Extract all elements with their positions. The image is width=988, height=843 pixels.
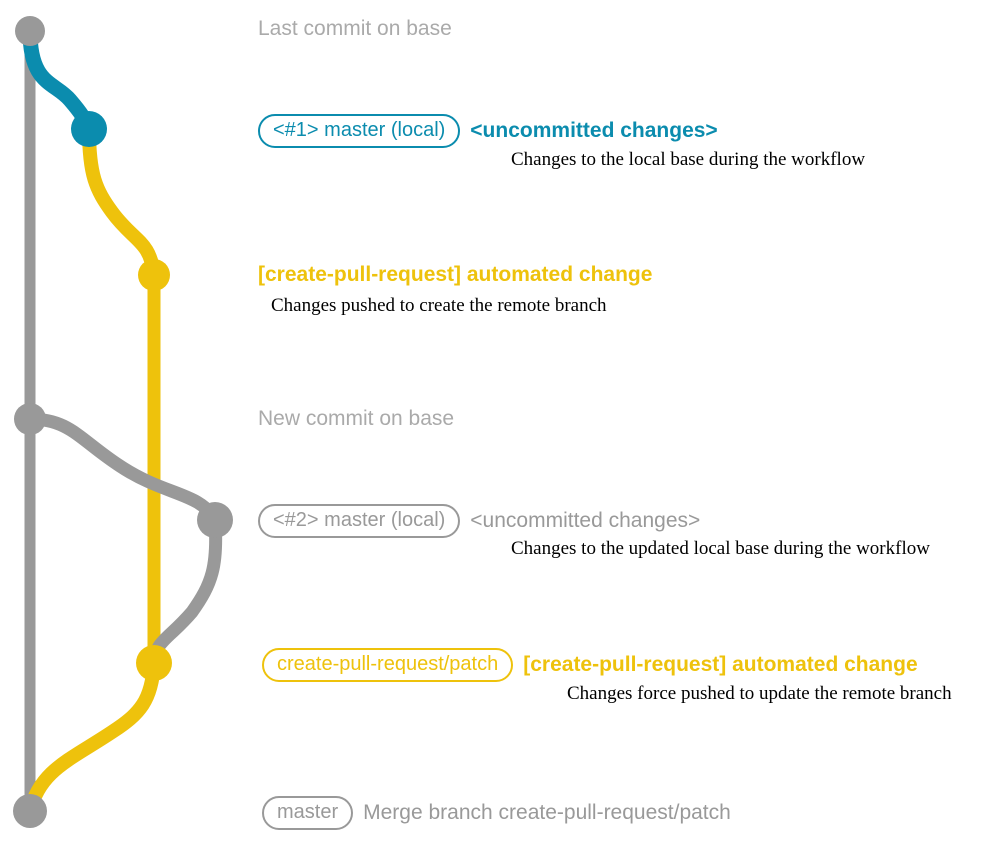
commit-node-local-2[interactable] — [197, 502, 233, 538]
commit-node-base-merge[interactable] — [13, 794, 47, 828]
commit-node-remote-1[interactable] — [138, 259, 170, 291]
edge-remote2-to-merge — [23, 656, 161, 818]
edge-basenew-to-local2 — [23, 412, 222, 527]
edge-local2-to-remote2 — [147, 513, 223, 670]
edge-local1-to-remote1 — [82, 122, 161, 282]
commit-node-local-1[interactable] — [71, 111, 107, 147]
branch-badge-remote-2[interactable]: create-pull-request/patch — [262, 648, 514, 682]
commit-node-base-new[interactable] — [14, 403, 46, 435]
branch-badge-local-1[interactable]: <#1> master (local) — [258, 114, 461, 148]
branch-badge-local-2[interactable]: <#2> master (local) — [258, 504, 461, 538]
commit-node-base-top[interactable] — [15, 16, 45, 46]
branch-badge-master[interactable]: master — [262, 796, 354, 830]
commit-node-remote-2[interactable] — [136, 645, 172, 681]
